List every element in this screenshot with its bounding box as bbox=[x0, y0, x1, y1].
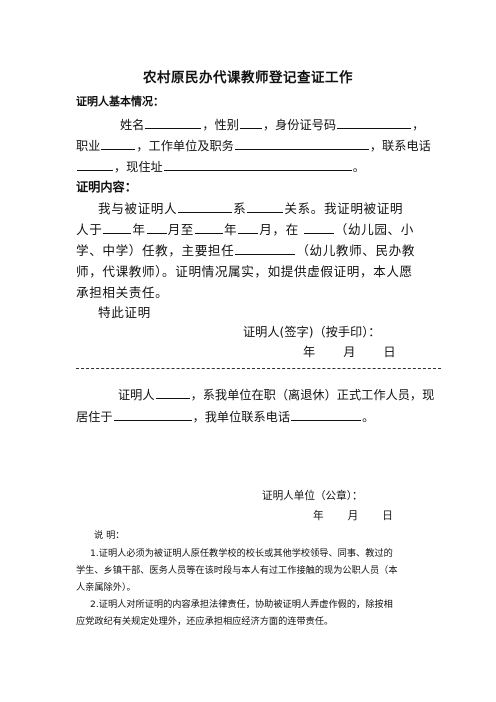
unit-phone-blank[interactable] bbox=[291, 409, 362, 421]
unit-text: ，系我单位在职（离退休）正式工作人员，现 bbox=[190, 388, 435, 402]
note-2-line-2: 应党政纪有关规定处理外，还应承担相应经济方面的连带责任。 bbox=[76, 616, 334, 627]
id-label: ，身份证号码 bbox=[262, 118, 337, 132]
start-year-blank[interactable] bbox=[103, 220, 132, 234]
content-heading: 证明内容： bbox=[76, 180, 137, 194]
end-comma: ， bbox=[412, 118, 425, 132]
dashed-divider bbox=[76, 368, 441, 369]
year-label: 年 bbox=[313, 510, 324, 522]
month-label: 月 bbox=[343, 345, 356, 359]
start-month-blank[interactable] bbox=[146, 220, 167, 234]
end-month-blank[interactable] bbox=[238, 220, 259, 234]
content-text: 年 bbox=[223, 222, 238, 237]
phone-blank[interactable] bbox=[77, 159, 113, 171]
unit-text: 居住于 bbox=[76, 410, 113, 424]
content-text: 学、中学）任教，主要担任 bbox=[76, 243, 235, 258]
day-label: 日 bbox=[383, 345, 396, 359]
school-blank[interactable] bbox=[303, 220, 334, 234]
content-line-1: 我与被证明人 系 关系。我证明被证明 bbox=[98, 198, 403, 217]
address-label: ，现住址 bbox=[114, 160, 163, 174]
unit-text: ，我单位联系电话 bbox=[192, 410, 291, 424]
gender-blank[interactable] bbox=[239, 117, 262, 129]
note-1-line-3: 人亲属除外）。 bbox=[76, 582, 136, 593]
unit-text: 。 bbox=[362, 410, 375, 424]
note-2-line-1: 2.证明人对所证明的内容承担法律责任，协助被证明人弄虚作假的，除按相 bbox=[90, 599, 393, 610]
name-blank[interactable] bbox=[145, 117, 202, 129]
content-text: （幼儿教师、民办教 bbox=[296, 243, 416, 258]
note-1-line-1: 1.证明人必须为被证明人原任教学校的校长或其他学校领导、同事、教过的 bbox=[90, 548, 393, 559]
unit-text: 证明人 bbox=[118, 388, 155, 402]
basic-info-line-1: 姓名 ，性别 ，身份证号码 ， bbox=[120, 115, 424, 133]
unit-line-2: 居住于 ，我单位联系电话 。 bbox=[76, 407, 374, 425]
unit-line-1: 证明人 ，系我单位在职（离退休）正式工作人员，现 bbox=[118, 385, 434, 403]
content-text: 系 bbox=[233, 201, 247, 216]
unit-label: ，工作单位及职务 bbox=[136, 139, 234, 153]
job-label: 职业 bbox=[76, 139, 101, 153]
content-text: 年 bbox=[132, 222, 146, 237]
year-label: 年 bbox=[303, 345, 316, 359]
unit-seal-label: 证明人单位（公章）： bbox=[262, 490, 363, 502]
content-line-3: 学、中学）任教，主要担任 （幼儿教师、民办教 bbox=[76, 240, 415, 259]
unit-witness-name-blank[interactable] bbox=[155, 387, 190, 399]
address-blank[interactable] bbox=[163, 159, 352, 171]
unit-blank[interactable] bbox=[234, 138, 369, 150]
job-blank[interactable] bbox=[101, 138, 136, 150]
role-blank[interactable] bbox=[235, 241, 296, 255]
name-label: 姓名 bbox=[120, 118, 145, 132]
basic-info-heading: 证明人基本情况： bbox=[76, 95, 164, 108]
content-text: 月，在 bbox=[259, 222, 299, 237]
address-period: 。 bbox=[352, 160, 365, 174]
note-1-line-2: 学生、乡镇干部、医务人员等在该时段与本人有过工作接触的现为公职人员（本 bbox=[76, 565, 398, 576]
content-line-5: 承担相关责任。 bbox=[76, 285, 169, 300]
document-title: 农村原民办代课教师登记查证工作 bbox=[143, 70, 353, 86]
phone-label: ，联系电话 bbox=[369, 139, 431, 153]
content-text: 我与被证明人 bbox=[98, 201, 178, 216]
content-text: 人于 bbox=[76, 222, 103, 237]
content-line-6: 特此证明 bbox=[98, 305, 151, 320]
basic-info-line-3: ，现住址 。 bbox=[76, 157, 365, 175]
content-text: （幼儿园、小 bbox=[334, 222, 414, 237]
day-label: 日 bbox=[382, 510, 393, 522]
content-line-4: 师，代课教师）。证明情况属实，如提供虚假证明，本人愿 bbox=[76, 264, 413, 279]
end-year-blank[interactable] bbox=[194, 220, 223, 234]
gender-label: ，性别 bbox=[202, 118, 239, 132]
notes-heading: 说 明： bbox=[94, 530, 125, 541]
witness-name-blank[interactable] bbox=[178, 199, 233, 213]
witness-date: 年月日 bbox=[303, 342, 396, 360]
content-text: 关系。我证明被证明 bbox=[284, 201, 404, 216]
residence-blank[interactable] bbox=[113, 409, 192, 421]
content-text: 月至 bbox=[167, 222, 194, 237]
witness-signature-label: 证明人(签字)（按手印）： bbox=[243, 325, 381, 339]
basic-info-line-2: 职业 ，工作单位及职务 ，联系电话 bbox=[76, 136, 431, 154]
relation-blank[interactable] bbox=[247, 199, 284, 213]
id-number-blank[interactable] bbox=[337, 117, 412, 129]
month-label: 月 bbox=[347, 510, 359, 522]
unit-date: 年月日 bbox=[313, 508, 393, 523]
content-line-2: 人于 年 月至 年 月，在 （幼儿园、小 bbox=[76, 219, 414, 238]
